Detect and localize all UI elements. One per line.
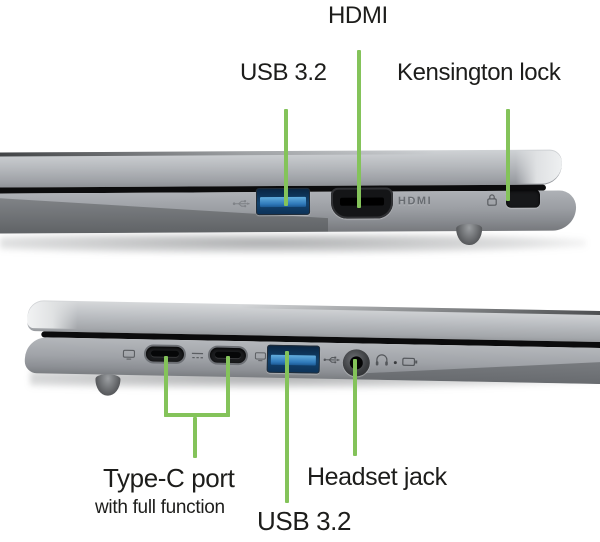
dc-in-icon [191,351,204,360]
usb-trident-icon [232,197,251,210]
usb-a-port [255,187,311,216]
hdmi-engraving: HDMI [397,195,433,208]
callout-stem-typec [193,417,197,458]
callout-line-usb-bottom [285,351,289,503]
label-typec-title: Type-C port [103,463,235,493]
usb-a-port [266,344,321,374]
label-headset: Headset jack [307,463,447,491]
callout-line-typec-left [164,356,168,417]
rubber-foot [456,223,483,246]
label-typec-sub: with full function [95,497,225,518]
callout-line-typec-right [226,356,230,417]
kensington-lock-slot [505,189,541,208]
usb-a-tongue [270,354,316,366]
label-hdmi: HDMI [328,2,388,29]
base-underside-wedge [356,343,600,384]
top-laptop-shadow [0,234,586,254]
lid-silver-cap [27,301,78,329]
kensington-lock-icon [486,193,498,207]
displayport-icon [254,351,267,362]
laptop-left-edge-view [24,298,600,413]
laptop-right-edge-view: HDMI [0,146,580,251]
callout-line-headset [353,359,357,456]
rubber-foot [95,374,121,396]
lid-silver-cap [515,150,562,184]
callout-line-usb-top [284,109,288,206]
lid-edge-highlight [0,149,562,157]
callout-line-kensington [506,109,510,201]
callout-line-hdmi [357,50,361,208]
callout-bracket-typec [164,413,230,417]
battery-icon [402,357,418,367]
usb-trident-icon [323,354,341,366]
lid-edge-shadow [145,302,600,316]
hdmi-slot [339,197,385,206]
label-kensington: Kensington lock [397,59,561,86]
headset-icon [375,353,389,367]
status-led [393,361,397,365]
laptop-lid [0,149,562,188]
hdmi-port [330,187,394,219]
label-usb-top: USB 3.2 [240,59,327,86]
label-usb-bottom: USB 3.2 [257,506,352,536]
displayport-icon [122,349,136,360]
